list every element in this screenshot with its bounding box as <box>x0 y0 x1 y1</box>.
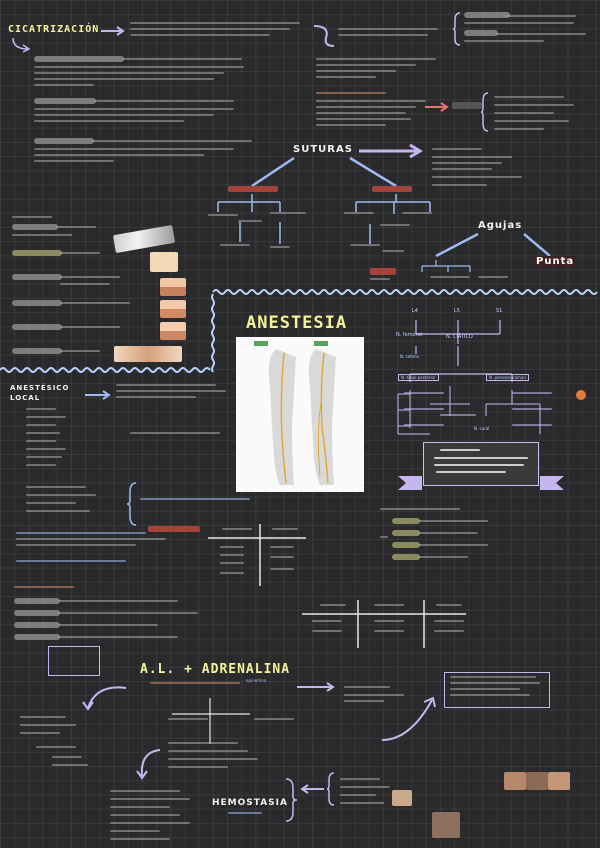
n-safeno-label: N. safeno <box>400 354 419 359</box>
root-l5: L5 <box>454 308 460 314</box>
anestesico-local-title: ANESTÉSICO LOCAL <box>10 383 70 403</box>
n-peroneo-comun-label: N. peroneo común <box>486 374 529 381</box>
needle-image <box>113 225 175 253</box>
n-ciatico-label: N. CIÁTICO <box>446 334 473 340</box>
arrow-right-icon <box>100 26 126 36</box>
hand-image <box>504 772 526 790</box>
suture-skin-image <box>150 252 178 272</box>
brace-icon <box>284 778 298 822</box>
arrow-right-icon <box>300 784 326 794</box>
brace-icon <box>452 12 462 46</box>
arrow-right-icon <box>84 390 112 400</box>
brace-icon <box>326 772 336 806</box>
arrow-right-icon <box>296 682 336 692</box>
root-s1: S1 <box>496 308 502 314</box>
curved-arrow-icon <box>134 748 164 782</box>
brace-icon <box>126 482 138 526</box>
arrow-right-icon <box>424 102 450 112</box>
punta-title: Punta <box>534 256 576 267</box>
n-sural-label: N. sural <box>474 426 489 431</box>
suturas-tree-lines <box>190 152 450 252</box>
hand-image <box>526 772 548 790</box>
brace-icon <box>480 92 490 132</box>
agujas-tree-lines <box>420 226 570 276</box>
n-tibial-posterior-label: N. tibial posterior <box>398 374 439 381</box>
hand-image <box>392 790 412 806</box>
curved-arrow-icon <box>312 24 338 50</box>
foot-image <box>576 390 586 400</box>
al-adrenalina-title: A.L. + ADRENALINA <box>140 662 290 677</box>
curved-arrow-icon <box>380 694 440 744</box>
dosage-box <box>48 646 100 676</box>
n-femoral-label: N. femoral <box>396 332 422 338</box>
banner-ribbon <box>396 470 566 494</box>
adrenalina-branch-lines <box>100 694 340 754</box>
curved-arrow-icon <box>10 37 32 53</box>
hemostasia-title: HEMOSTASIA <box>212 798 288 808</box>
anestesia-title: ANESTESIA <box>246 313 347 333</box>
root-l4: L4 <box>412 308 418 314</box>
hand-image <box>548 772 570 790</box>
leg-anatomy-image <box>236 337 364 492</box>
cicatrizacion-title: CICATRIZACIÓN <box>8 24 99 35</box>
comparison-table-lines <box>200 520 310 590</box>
hand-image <box>432 812 460 838</box>
adrenalina-subtitle: epinefrina <box>246 678 266 683</box>
